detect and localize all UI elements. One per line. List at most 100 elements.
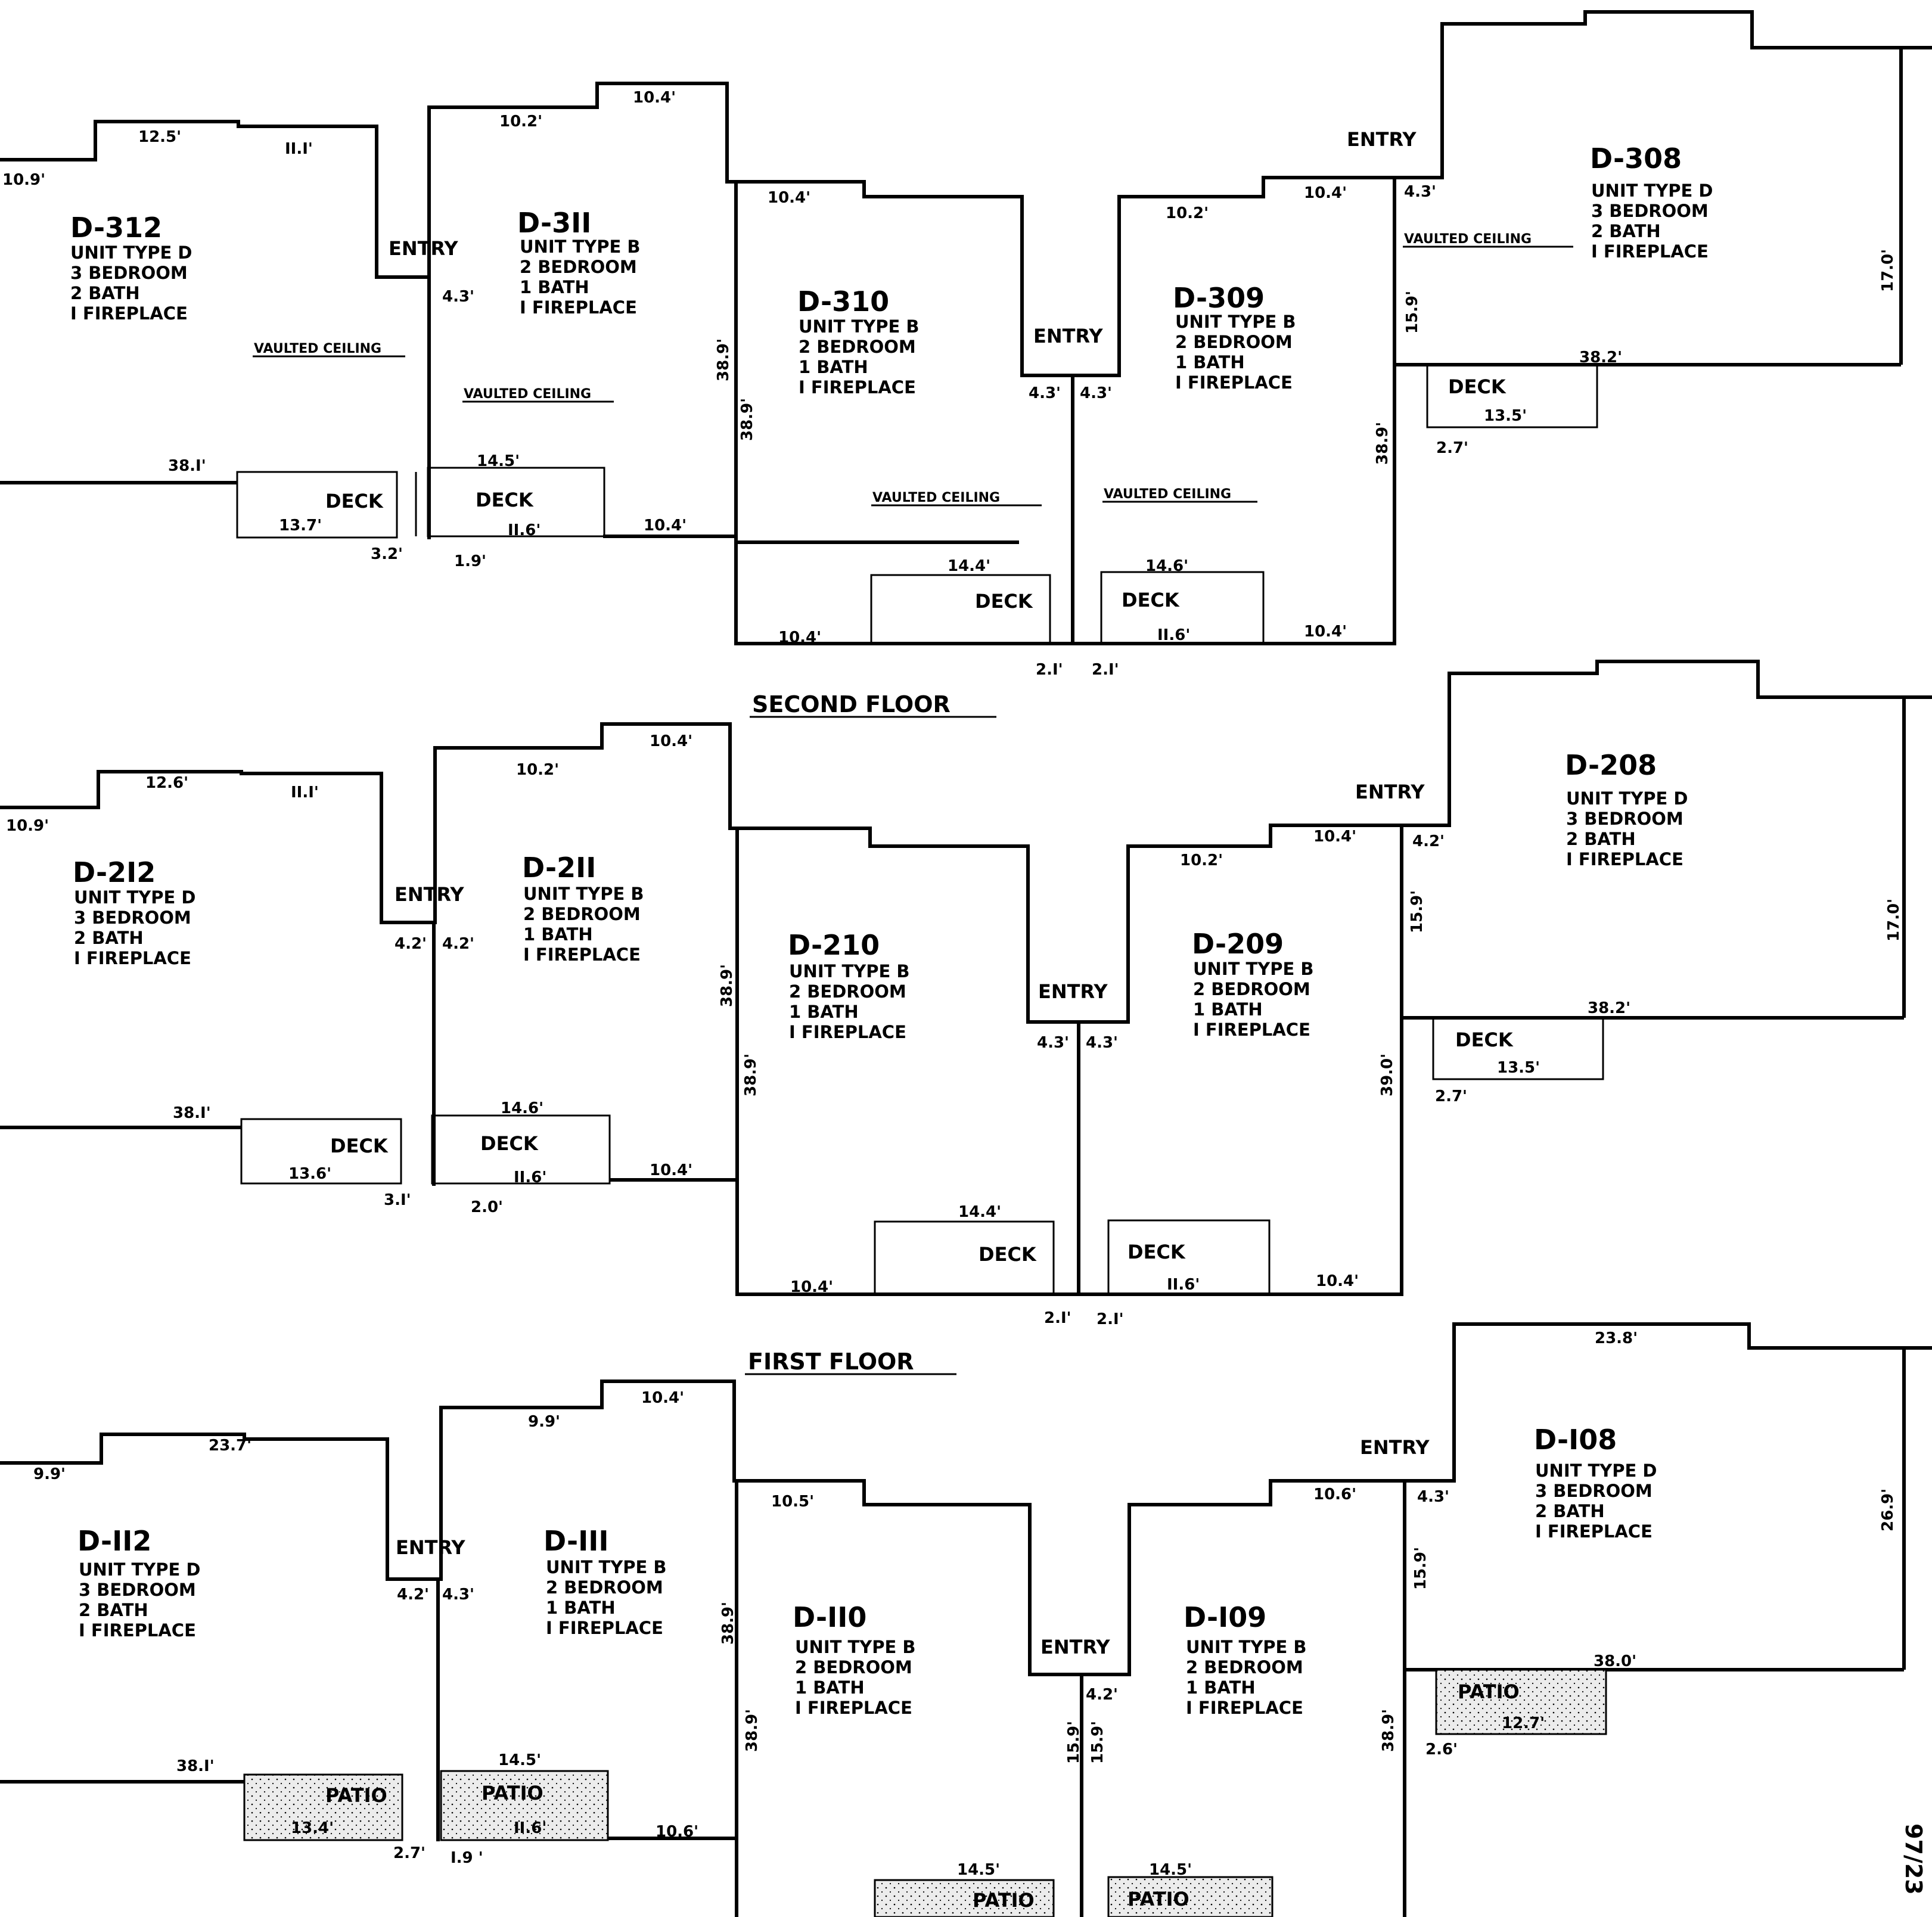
svg-text:1 BATH: 1 BATH bbox=[546, 1598, 616, 1618]
svg-text:17.0': 17.0' bbox=[1879, 249, 1897, 292]
svg-text:4.2': 4.2' bbox=[442, 935, 474, 953]
svg-text:10.4': 10.4' bbox=[778, 629, 821, 647]
svg-text:D-3II: D-3II bbox=[517, 207, 591, 239]
svg-text:10.4': 10.4' bbox=[650, 1161, 692, 1179]
svg-text:D-308: D-308 bbox=[1590, 142, 1682, 175]
svg-text:14.5': 14.5' bbox=[957, 1861, 1000, 1879]
svg-text:D-2II: D-2II bbox=[522, 852, 596, 884]
svg-text:UNIT TYPE B: UNIT TYPE B bbox=[799, 316, 920, 337]
unit-d110-label: D-II0 UNIT TYPE B 2 BEDROOM 1 BATH I FIR… bbox=[793, 1601, 916, 1718]
svg-text:3.2': 3.2' bbox=[371, 545, 403, 563]
svg-text:UNIT TYPE D: UNIT TYPE D bbox=[74, 887, 196, 908]
svg-text:PATIO: PATIO bbox=[325, 1784, 387, 1807]
deck-label: DECK DECK DECK DECK DECK DECK DECK DECK … bbox=[325, 375, 1514, 1266]
svg-text:VAULTED CEILING: VAULTED CEILING bbox=[1404, 232, 1532, 247]
svg-text:10.6': 10.6' bbox=[1313, 1486, 1356, 1503]
svg-text:38.9': 38.9' bbox=[742, 1054, 760, 1096]
svg-text:38.2': 38.2' bbox=[1579, 349, 1622, 366]
svg-text:4.3': 4.3' bbox=[1417, 1488, 1449, 1506]
svg-text:ENTRY: ENTRY bbox=[389, 237, 458, 260]
svg-text:38.9': 38.9' bbox=[1374, 422, 1391, 465]
wall-d208 bbox=[1402, 660, 1932, 827]
svg-text:2.I': 2.I' bbox=[1036, 661, 1063, 679]
svg-text:10.4': 10.4' bbox=[1304, 184, 1347, 202]
svg-text:23.8': 23.8' bbox=[1595, 1329, 1638, 1347]
svg-text:I FIREPLACE: I FIREPLACE bbox=[70, 303, 188, 324]
svg-text:I FIREPLACE: I FIREPLACE bbox=[1193, 1020, 1310, 1040]
svg-text:I FIREPLACE: I FIREPLACE bbox=[1175, 372, 1293, 393]
svg-text:DECK: DECK bbox=[476, 489, 534, 511]
svg-text:2.I': 2.I' bbox=[1097, 1310, 1124, 1328]
unit-d312-label: D-312 UNIT TYPE D 3 BEDROOM 2 BATH I FIR… bbox=[70, 212, 192, 324]
svg-text:3 BEDROOM: 3 BEDROOM bbox=[1566, 809, 1683, 829]
svg-text:10.4': 10.4' bbox=[1316, 1272, 1359, 1290]
unit-d209-label: D-209 UNIT TYPE B 2 BEDROOM 1 BATH I FIR… bbox=[1192, 928, 1314, 1040]
svg-text:13.7': 13.7' bbox=[279, 517, 322, 535]
svg-text:38.I': 38.I' bbox=[168, 457, 206, 475]
svg-text:I FIREPLACE: I FIREPLACE bbox=[1566, 849, 1683, 869]
svg-text:2.I': 2.I' bbox=[1092, 661, 1119, 679]
first-floor-title: FIRST FLOOR bbox=[748, 1349, 914, 1375]
svg-text:UNIT TYPE B: UNIT TYPE B bbox=[546, 1557, 667, 1577]
svg-text:II.6': II.6' bbox=[514, 1169, 546, 1186]
svg-text:DECK: DECK bbox=[1448, 375, 1507, 398]
svg-text:D-312: D-312 bbox=[70, 212, 162, 244]
svg-text:ENTRY: ENTRY bbox=[396, 1536, 465, 1559]
wall-d212-d211 bbox=[0, 722, 1024, 1296]
svg-text:DECK: DECK bbox=[330, 1135, 389, 1157]
svg-text:UNIT TYPE B: UNIT TYPE B bbox=[523, 884, 644, 904]
deck-d308 bbox=[1426, 363, 1598, 428]
svg-text:14.6': 14.6' bbox=[501, 1099, 543, 1117]
svg-text:14.6': 14.6' bbox=[1145, 557, 1188, 575]
svg-text:15.9': 15.9' bbox=[1065, 1721, 1083, 1764]
svg-text:I FIREPLACE: I FIREPLACE bbox=[1186, 1698, 1303, 1718]
svg-text:1 BATH: 1 BATH bbox=[1186, 1677, 1256, 1698]
svg-text:15.9': 15.9' bbox=[1412, 1547, 1430, 1590]
svg-text:VAULTED CEILING: VAULTED CEILING bbox=[872, 490, 1000, 505]
svg-text:12.6': 12.6' bbox=[145, 774, 188, 792]
svg-text:2 BEDROOM: 2 BEDROOM bbox=[1186, 1657, 1303, 1677]
svg-text:10.4': 10.4' bbox=[633, 89, 676, 107]
svg-text:2.0': 2.0' bbox=[471, 1198, 503, 1216]
svg-text:I FIREPLACE: I FIREPLACE bbox=[79, 1620, 196, 1641]
svg-text:D-309: D-309 bbox=[1173, 282, 1265, 314]
svg-text:D-I09: D-I09 bbox=[1184, 1601, 1266, 1633]
svg-text:2.7': 2.7' bbox=[1436, 439, 1468, 457]
svg-text:I FIREPLACE: I FIREPLACE bbox=[523, 944, 641, 965]
wall-d108 bbox=[1405, 1322, 1932, 1483]
svg-text:DECK: DECK bbox=[979, 1243, 1037, 1266]
svg-text:4.3': 4.3' bbox=[1404, 183, 1436, 201]
svg-text:ENTRY: ENTRY bbox=[1360, 1436, 1430, 1459]
deck-d210 bbox=[874, 1220, 1055, 1295]
unit-d111-label: D-III UNIT TYPE B 2 BEDROOM 1 BATH I FIR… bbox=[543, 1525, 667, 1638]
svg-text:ENTRY: ENTRY bbox=[1355, 781, 1425, 803]
svg-text:DECK: DECK bbox=[1455, 1029, 1514, 1051]
svg-text:10.4': 10.4' bbox=[1304, 623, 1347, 641]
svg-text:10.9': 10.9' bbox=[6, 817, 49, 835]
unit-d212-label: D-2I2 UNIT TYPE D 3 BEDROOM 2 BATH I FIR… bbox=[73, 856, 196, 968]
svg-text:4.2': 4.2' bbox=[1412, 832, 1445, 850]
svg-text:D-II0: D-II0 bbox=[793, 1601, 866, 1633]
svg-text:3 BEDROOM: 3 BEDROOM bbox=[79, 1580, 196, 1600]
svg-text:2 BATH: 2 BATH bbox=[74, 928, 144, 948]
svg-text:II.I': II.I' bbox=[291, 784, 319, 801]
svg-text:ENTRY: ENTRY bbox=[1033, 325, 1103, 347]
svg-text:23.7': 23.7' bbox=[209, 1437, 251, 1455]
svg-text:II.6': II.6' bbox=[514, 1819, 546, 1837]
svg-text:VAULTED CEILING: VAULTED CEILING bbox=[1104, 487, 1231, 502]
svg-text:10.5': 10.5' bbox=[771, 1493, 814, 1511]
svg-text:10.2': 10.2' bbox=[516, 761, 559, 779]
patio-label: PATIO PATIO PATIO PATIO PATIO bbox=[325, 1680, 1520, 1912]
svg-text:D-209: D-209 bbox=[1192, 928, 1284, 960]
svg-text:I FIREPLACE: I FIREPLACE bbox=[1591, 241, 1709, 262]
svg-text:10.2': 10.2' bbox=[499, 113, 542, 131]
svg-text:D-2I2: D-2I2 bbox=[73, 856, 156, 888]
svg-text:39.0': 39.0' bbox=[1378, 1054, 1396, 1096]
svg-text:4.3': 4.3' bbox=[1029, 384, 1061, 402]
vaulted-ceiling-note: VAULTED CEILING VAULTED CEILING VAULTED … bbox=[253, 232, 1573, 507]
patio-d109 bbox=[1107, 1876, 1273, 1917]
svg-text:2 BEDROOM: 2 BEDROOM bbox=[1175, 332, 1293, 352]
svg-text:1 BATH: 1 BATH bbox=[1175, 352, 1245, 372]
svg-text:UNIT TYPE B: UNIT TYPE B bbox=[1175, 312, 1296, 332]
